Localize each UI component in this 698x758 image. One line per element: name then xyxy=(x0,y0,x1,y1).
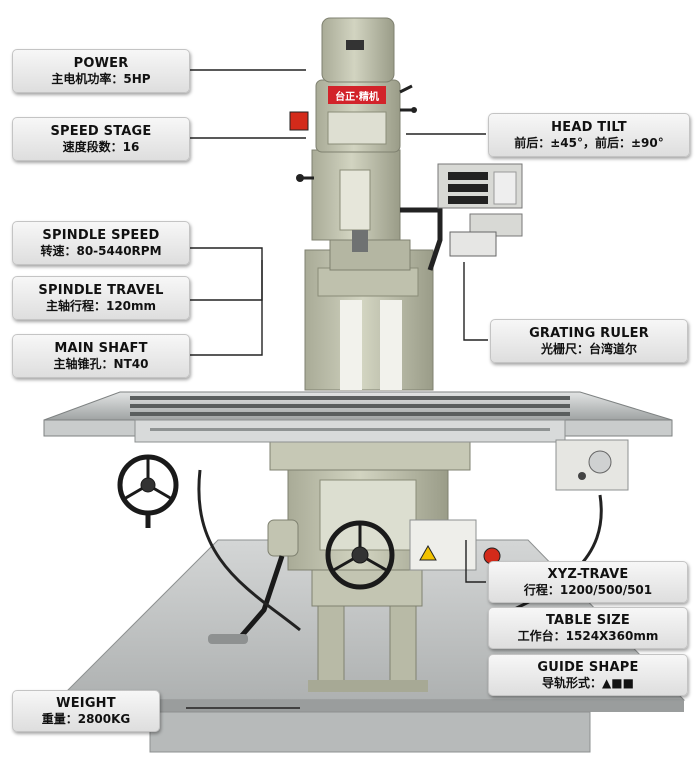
mill-head: 台正·精机 xyxy=(289,17,417,271)
label-table-size-value: 工作台：1524X360mm xyxy=(517,628,659,643)
label-power-value: 主电机功率：5HP xyxy=(51,71,151,86)
label-main-shaft: MAIN SHAFT 主轴锥孔：NT40 xyxy=(12,334,190,378)
power-feed xyxy=(555,439,629,491)
label-speed-stage-value: 速度段数：16 xyxy=(62,139,140,154)
label-guide-shape: GUIDE SHAPE 导轨形式：▲■■ xyxy=(488,654,688,696)
label-power: POWER 主电机功率：5HP xyxy=(12,49,190,93)
label-xyz-trave: XYZ-TRAVE 行程：1200/500/501 xyxy=(488,561,688,603)
saddle xyxy=(269,439,471,471)
label-speed-stage: SPEED STAGE 速度段数：16 xyxy=(12,117,190,161)
feed-control-box xyxy=(409,519,501,571)
label-guide-shape-value: 导轨形式：▲■■ xyxy=(542,675,634,690)
cable xyxy=(197,469,301,632)
x-handwheel xyxy=(117,454,179,528)
label-spindle-travel: SPINDLE TRAVEL 主轴行程：120mm xyxy=(12,276,190,320)
label-speed-stage-title: SPEED STAGE xyxy=(50,123,152,139)
label-guide-shape-title: GUIDE SHAPE xyxy=(537,659,639,675)
label-head-tilt: HEAD TILT 前后：±45°，前后：±90° xyxy=(488,113,690,157)
label-weight: WEIGHT 重量：2800KG xyxy=(12,690,160,732)
label-table-size: TABLE SIZE 工作台：1524X360mm xyxy=(488,607,688,649)
label-grating-ruler-title: GRATING RULER xyxy=(529,325,649,341)
label-spindle-travel-value: 主轴行程：120mm xyxy=(45,298,157,313)
label-xyz-trave-value: 行程：1200/500/501 xyxy=(523,582,653,597)
dro-assembly xyxy=(400,163,523,271)
label-table-size-title: TABLE SIZE xyxy=(545,612,631,628)
label-main-shaft-title: MAIN SHAFT xyxy=(54,340,148,356)
y-handwheel xyxy=(325,520,395,590)
label-spindle-travel-title: SPINDLE TRAVEL xyxy=(38,282,164,298)
brand-plate: 台正·精机 xyxy=(335,90,379,103)
label-grating-ruler-value: 光栅尺：台湾道尔 xyxy=(540,341,637,356)
label-xyz-trave-title: XYZ-TRAVE xyxy=(547,566,629,582)
label-spindle-speed-value: 转速：80-5440RPM xyxy=(40,243,162,258)
leader-lines xyxy=(186,69,488,709)
label-grating-ruler: GRATING RULER 光栅尺：台湾道尔 xyxy=(490,319,688,363)
label-head-tilt-value: 前后：±45°，前后：±90° xyxy=(514,135,664,150)
label-power-title: POWER xyxy=(73,55,129,71)
z-crank xyxy=(208,519,299,644)
label-main-shaft-value: 主轴锥孔：NT40 xyxy=(53,356,149,371)
label-spindle-speed: SPINDLE SPEED 转速：80-5440RPM xyxy=(12,221,190,265)
label-spindle-speed-title: SPINDLE SPEED xyxy=(42,227,160,243)
work-table xyxy=(43,391,673,443)
label-weight-value: 重量：2800KG xyxy=(41,711,131,726)
label-head-tilt-title: HEAD TILT xyxy=(551,119,627,135)
label-weight-title: WEIGHT xyxy=(56,695,116,711)
